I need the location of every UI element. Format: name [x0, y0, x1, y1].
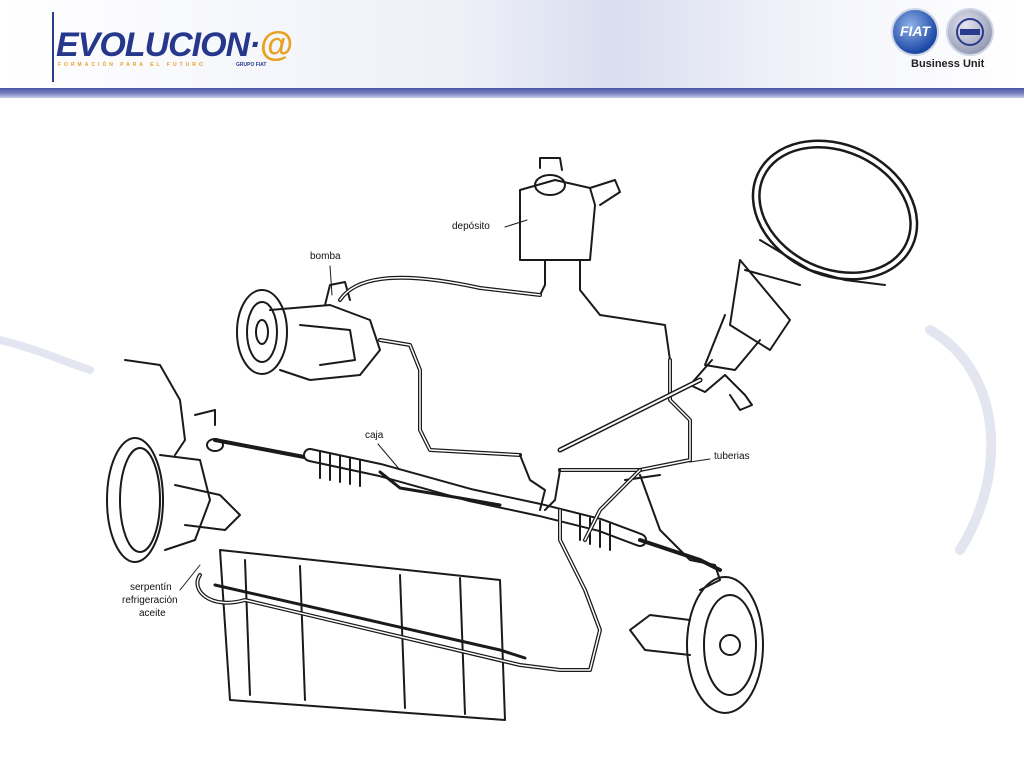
label-serpentin: serpentín: [130, 582, 172, 593]
label-caja: caja: [365, 430, 384, 441]
evolucion-logo: EVOLUCION·@: [56, 26, 293, 65]
logo-group: GRUPO FIAT: [236, 62, 267, 68]
label-tuberias: tuberias: [714, 451, 750, 462]
label-aceite: aceite: [139, 608, 166, 619]
pump: [236, 281, 381, 381]
logo-tagline: FORMACIÓN PARA EL FUTURO: [58, 62, 206, 68]
logo-at: @: [259, 26, 292, 64]
steering-rack: [206, 438, 722, 572]
oil-cooler: [195, 468, 642, 721]
steering-wheel: [689, 139, 919, 411]
left-hub: [106, 359, 241, 563]
fiat-logo: FIAT: [891, 8, 939, 56]
label-deposito: depósito: [452, 221, 490, 232]
right-hub: [624, 474, 764, 714]
reservoir: [519, 157, 671, 361]
label-bomba: bomba: [310, 251, 341, 262]
header-rule: [0, 88, 1024, 98]
power-steering-diagram: [0, 139, 997, 721]
header-band: [0, 0, 1024, 92]
business-unit-label: Business Unit: [911, 58, 985, 70]
lancia-logo: [946, 8, 994, 56]
lancia-emblem-icon: [956, 18, 984, 46]
logo-text: EVOLUCION·: [56, 26, 260, 64]
fiat-logo-text: FIAT: [899, 23, 931, 39]
label-refrigeracion: refrigeración: [122, 595, 178, 606]
logo-divider: [52, 12, 54, 82]
